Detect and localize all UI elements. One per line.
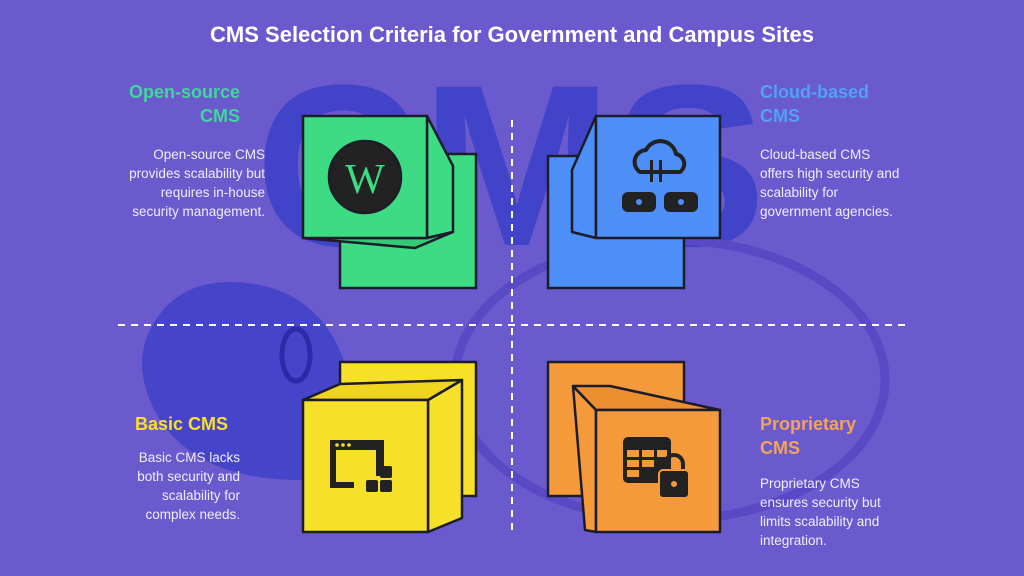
basic-cms-heading: Basic CMS xyxy=(134,414,228,434)
cloud-based-description: Cloud-based CMS offers high security and… xyxy=(760,147,900,219)
open-source-description: Open-source CMS provides scalability but… xyxy=(129,147,265,219)
wordpress-icon xyxy=(327,139,403,215)
yellow-cube xyxy=(301,360,478,534)
table-lock-icon xyxy=(623,437,690,499)
blue-cube xyxy=(546,114,722,290)
svg-text:W: W xyxy=(345,157,385,203)
orange-cube xyxy=(546,360,722,534)
cloud-server-icon xyxy=(622,139,698,212)
mouse-wheel xyxy=(279,326,313,384)
page-title: CMS Selection Criteria for Government an… xyxy=(210,22,814,47)
basic-cms-description: Basic CMS lacks both security and scalab… xyxy=(137,450,240,522)
green-cube: W xyxy=(301,114,478,290)
proprietary-description: Proprietary CMS ensures security but lim… xyxy=(760,476,881,548)
browser-blocks-icon xyxy=(330,440,392,492)
